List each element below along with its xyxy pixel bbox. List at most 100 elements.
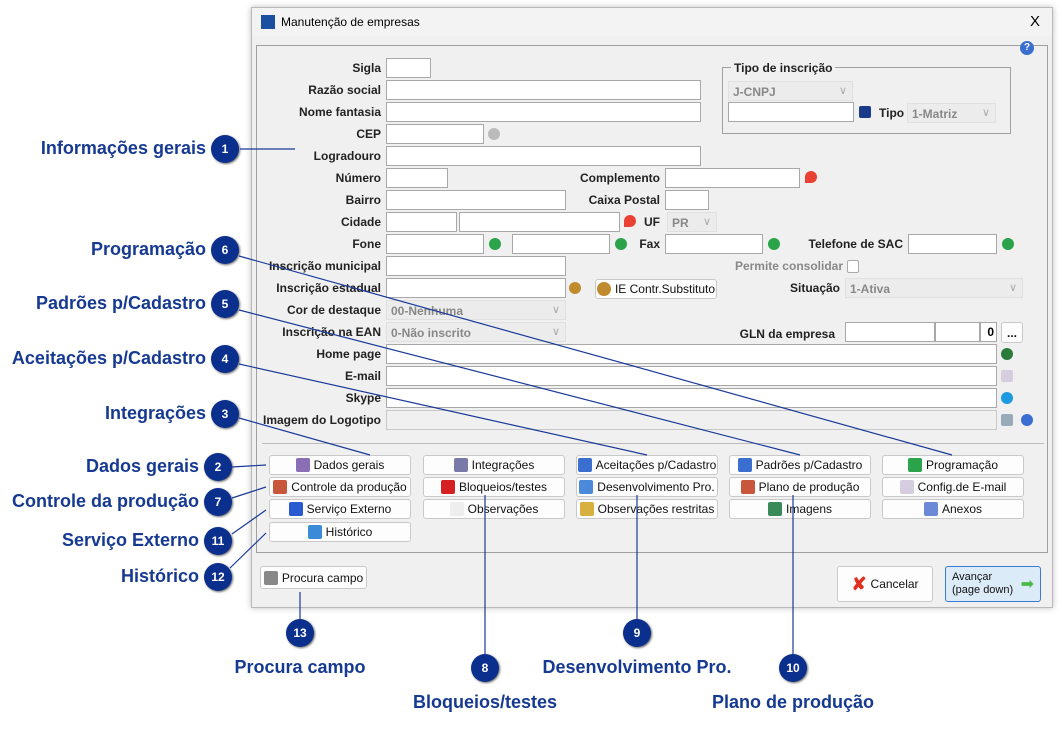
field-input-2[interactable] (386, 102, 701, 122)
field-input-5[interactable] (386, 168, 448, 188)
field-input-0[interactable] (386, 58, 431, 78)
button-label: Imagens (785, 502, 833, 516)
field-input-7[interactable] (386, 190, 566, 210)
label-20: GLN da empresa (739, 327, 835, 341)
field-input-16[interactable] (386, 278, 566, 298)
callout-label-7: Controle da produção (11, 491, 199, 511)
next-button[interactable]: Avançar (page down)➡ (945, 566, 1041, 602)
button-icon (579, 480, 594, 494)
button-icon (579, 502, 594, 516)
binoculars-icon (263, 570, 278, 585)
field-input-11[interactable] (386, 234, 484, 254)
cnpj-input[interactable] (728, 102, 854, 122)
label-1: Razão social (308, 83, 381, 97)
ie-contr-substituto-button[interactable]: IE Contr.Substituto (595, 279, 717, 299)
button-label: Config.de E-mail (917, 480, 1007, 494)
button-icon (923, 502, 938, 516)
gln-ellipsis-button[interactable]: ... (1001, 322, 1023, 343)
cancel-button[interactable]: ✘Cancelar (837, 566, 933, 602)
procura-campo-button[interactable]: Procura campo (260, 566, 367, 589)
field-input-21[interactable] (386, 344, 997, 364)
gln-check-digit: 0 (980, 322, 997, 342)
whatsapp-icon[interactable] (768, 238, 780, 250)
field-input-9[interactable] (386, 212, 457, 232)
cnpj-lookup-icon[interactable] (859, 106, 871, 118)
button-servi-o-externo[interactable]: Serviço Externo (269, 499, 411, 519)
field-input-23[interactable] (386, 388, 997, 408)
callout-label-6: Programação (90, 239, 206, 259)
callout-badge-5: 5 (211, 290, 239, 318)
field-input-3[interactable] (386, 124, 484, 144)
button-label: Controle da produção (291, 480, 407, 494)
callout-label-4: Aceitações p/Cadastro (11, 348, 206, 368)
caixa-postal-input[interactable] (665, 190, 709, 210)
field-input-14[interactable] (386, 256, 566, 276)
button-bloqueios-testes[interactable]: Bloqueios/testes (423, 477, 565, 497)
fone2-input[interactable] (512, 234, 610, 254)
whatsapp-icon[interactable] (1002, 238, 1014, 250)
globe-icon[interactable] (1001, 348, 1013, 360)
button-aceita-es-p-cadastro[interactable]: Aceitações p/Cadastro (576, 455, 718, 475)
button-controle-da-produ-o[interactable]: Controle da produção (269, 477, 411, 497)
gln-input-1[interactable] (845, 322, 935, 342)
whatsapp-icon[interactable] (489, 238, 501, 250)
label-14: Inscrição municipal (268, 259, 381, 273)
cidade-name-input[interactable] (459, 212, 620, 232)
callout-badge-12: 12 (204, 563, 232, 591)
map-pin-icon[interactable] (805, 171, 817, 183)
cep-search-icon[interactable] (488, 128, 500, 140)
close-button[interactable]: X (1030, 13, 1041, 30)
button-desenvolvimento-pro-[interactable]: Desenvolvimento Pro. (576, 477, 718, 497)
map-pin-icon[interactable] (624, 215, 636, 227)
field-input-4[interactable] (386, 146, 701, 166)
divider (256, 552, 1048, 553)
callout-badge-6: 6 (211, 236, 239, 264)
button-hist-rico[interactable]: Histórico (269, 522, 411, 542)
button-anexos[interactable]: Anexos (882, 499, 1024, 519)
label-18: Cor de destaque (286, 303, 381, 317)
button-icon (737, 458, 752, 472)
image-preview-icon[interactable] (1001, 414, 1013, 426)
coin-icon (596, 282, 611, 296)
situacao-select: 1-Ativa (845, 278, 1023, 298)
callout-badge-1: 1 (211, 135, 239, 163)
button-icon (440, 480, 455, 494)
button-icon (449, 502, 464, 516)
button-observa-es[interactable]: Observações (423, 499, 565, 519)
logo-input (386, 410, 997, 430)
email-icon[interactable] (1001, 370, 1013, 382)
label-16: Inscrição estadual (276, 281, 381, 295)
field-input-22[interactable] (386, 366, 997, 386)
label-5: Número (335, 171, 381, 185)
sac-input[interactable] (908, 234, 997, 254)
whatsapp-icon[interactable] (615, 238, 627, 250)
skype-icon[interactable] (1001, 392, 1013, 404)
callout-label-9: Desenvolvimento Pro. (542, 657, 732, 677)
field-input-1[interactable] (386, 80, 701, 100)
button-integra-es[interactable]: Integrações (423, 455, 565, 475)
coin-icon[interactable] (569, 282, 581, 294)
button-programa-o[interactable]: Programação (882, 455, 1024, 475)
permite-consolidar-checkbox[interactable] (847, 260, 859, 273)
help-icon[interactable] (1021, 414, 1033, 426)
button-padr-es-p-cadastro[interactable]: Padrões p/Cadastro (729, 455, 871, 475)
button-observa-es-restritas[interactable]: Observações restritas (576, 499, 718, 519)
button-label: Plano de produção (758, 480, 860, 494)
gln-input-2[interactable] (935, 322, 980, 342)
callout-badge-11: 11 (204, 527, 232, 555)
help-icon[interactable]: ? (1020, 41, 1034, 55)
app-icon (261, 15, 275, 29)
callout-label-13: Procura campo (234, 657, 366, 677)
button-imagens[interactable]: Imagens (729, 499, 871, 519)
complemento-input[interactable] (665, 168, 800, 188)
button-icon (577, 458, 592, 472)
tipo-select: 1-Matriz (907, 103, 996, 123)
fax-input[interactable] (665, 234, 763, 254)
button-plano-de-produ-o[interactable]: Plano de produção (729, 477, 871, 497)
button-label: Aceitações p/Cadastro (595, 458, 717, 472)
button-label: Anexos (941, 502, 983, 516)
tipo-label: Tipo (879, 106, 905, 120)
label-0: Sigla (352, 61, 381, 75)
button-dados-gerais[interactable]: Dados gerais (269, 455, 411, 475)
button-config-de-e-mail[interactable]: Config.de E-mail (882, 477, 1024, 497)
